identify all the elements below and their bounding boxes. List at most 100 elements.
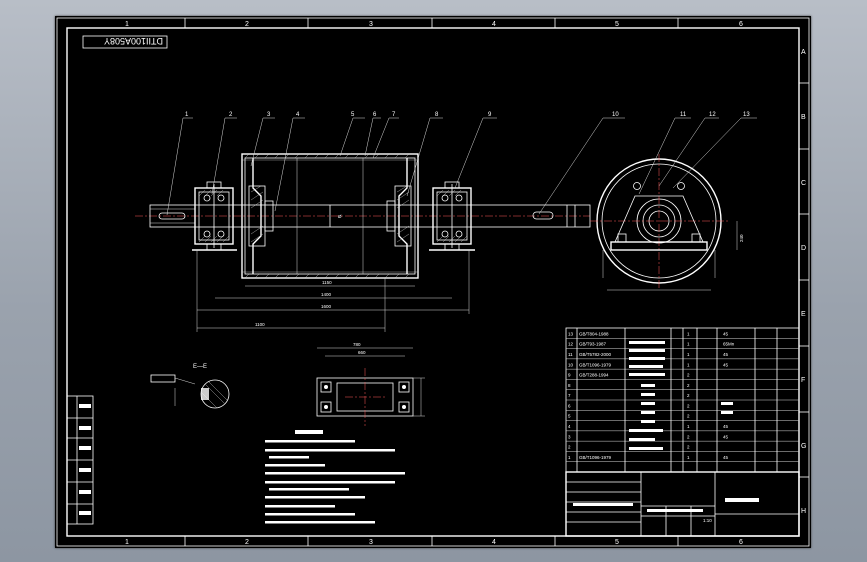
bom-quantity: 1 bbox=[687, 362, 690, 367]
bom-standard-code: GB/T288-1994 bbox=[579, 373, 609, 378]
col-label: 6 bbox=[739, 539, 743, 546]
bom-material: 45 bbox=[723, 434, 729, 439]
row-label: G bbox=[801, 443, 806, 450]
row-label: B bbox=[801, 114, 806, 121]
bom-quantity: 2 bbox=[687, 393, 690, 398]
col-label: 3 bbox=[369, 21, 373, 28]
balloon: 9 bbox=[488, 112, 492, 118]
pulley-side-view: 240 bbox=[590, 154, 744, 291]
bom-material: 45 bbox=[723, 362, 729, 367]
row-markers: A B C D E F G H bbox=[799, 49, 809, 515]
bom-quantity: 2 bbox=[687, 403, 690, 408]
col-label: 1 bbox=[125, 21, 129, 28]
key-slot-right bbox=[532, 211, 554, 220]
drawing-sheet: 1 2 3 4 5 6 1 2 3 4 5 6 A B C D E F G H … bbox=[55, 16, 811, 548]
col-label: 1 bbox=[125, 539, 129, 546]
bom-standard-code: GB/T93-1987 bbox=[579, 342, 607, 347]
dim-780: 780 bbox=[353, 342, 361, 347]
bom-material: 45 bbox=[723, 352, 729, 357]
left-revision-strip bbox=[66, 395, 94, 525]
bom-standard-code: GB/T804-1988 bbox=[579, 331, 609, 336]
bom-quantity: 1 bbox=[687, 352, 690, 357]
bearing-base-plan-view: 780 660 bbox=[316, 342, 425, 426]
bom-standard-code: GB/T1096-1979 bbox=[579, 362, 612, 367]
dim-1100: 1100 bbox=[255, 322, 265, 327]
bom-item-no: 9 bbox=[568, 373, 571, 378]
row-label: D bbox=[801, 245, 806, 252]
col-label: 3 bbox=[369, 539, 373, 546]
bom-item-no: 4 bbox=[568, 424, 571, 429]
col-label: 2 bbox=[245, 539, 249, 546]
bom-quantity: 2 bbox=[687, 373, 690, 378]
dim-1600: 1600 bbox=[321, 304, 332, 309]
balloon: 12 bbox=[709, 112, 716, 118]
dim-1400: 1400 bbox=[321, 292, 332, 297]
drawing-number-box: DTII100A508Y bbox=[82, 35, 168, 49]
bom-material: 45 bbox=[723, 331, 729, 336]
bom-quantity: 1 bbox=[687, 455, 690, 460]
balloon: 8 bbox=[435, 112, 439, 118]
row-label: E bbox=[801, 311, 806, 318]
bom-quantity: 1 bbox=[687, 424, 690, 429]
bom-quantity: 2 bbox=[687, 434, 690, 439]
bom-item-no: 3 bbox=[568, 434, 571, 439]
bom-standard-code: GB/T1096-1979 bbox=[579, 455, 612, 460]
section-e-e: E—E bbox=[150, 364, 230, 409]
bom-item-no: 5 bbox=[568, 414, 571, 419]
balloon: 3 bbox=[267, 112, 271, 118]
bom-quantity: 1 bbox=[687, 331, 690, 336]
drum-shell: Ø bbox=[241, 153, 419, 279]
svg-text:Ø: Ø bbox=[338, 214, 342, 219]
col-label: 6 bbox=[739, 21, 743, 28]
bom-material: 45 bbox=[723, 455, 729, 460]
row-label: F bbox=[801, 377, 805, 384]
row-label: C bbox=[801, 180, 806, 187]
bom-item-no: 13 bbox=[568, 331, 574, 336]
bom-item-no: 11 bbox=[568, 352, 573, 357]
bom-item-no: 7 bbox=[568, 393, 571, 398]
inner-frame bbox=[66, 27, 800, 537]
col-label: 5 bbox=[615, 539, 619, 546]
balloon: 5 bbox=[351, 112, 355, 118]
balloon: 6 bbox=[373, 112, 377, 118]
row-label: H bbox=[801, 508, 806, 515]
balloon: 4 bbox=[296, 112, 300, 118]
bom-quantity: 2 bbox=[687, 414, 690, 419]
balloon: 1 bbox=[185, 112, 189, 118]
balloon: 7 bbox=[392, 112, 396, 118]
drawing-number: DTII100A508Y bbox=[104, 36, 163, 46]
left-bearing-housing bbox=[192, 181, 237, 251]
bom-standard-code: GB/T5782-2000 bbox=[579, 352, 612, 357]
bom-material: 45 bbox=[723, 424, 729, 429]
balloon: 2 bbox=[229, 112, 233, 118]
dim-1150: 1150 bbox=[322, 280, 332, 285]
bom-material: 65Mn bbox=[723, 342, 735, 347]
bom-item-no: 10 bbox=[568, 362, 574, 367]
bom-quantity: 2 bbox=[687, 445, 690, 450]
section-label: E—E bbox=[193, 364, 207, 370]
dim-660: 660 bbox=[358, 350, 366, 355]
length-dimensions: 1150 1400 1600 1100 bbox=[196, 250, 470, 332]
technical-notes bbox=[265, 430, 405, 524]
cad-drawing: 1 2 3 4 5 6 1 2 3 4 5 6 A B C D E F G H … bbox=[56, 17, 810, 547]
col-label: 4 bbox=[492, 539, 496, 546]
bom-item-no: 2 bbox=[568, 445, 571, 450]
bom-item-no: 1 bbox=[568, 455, 571, 460]
bom-quantity: 1 bbox=[687, 342, 690, 347]
balloon: 11 bbox=[680, 112, 687, 118]
balloon: 10 bbox=[612, 112, 619, 118]
bom-item-no: 8 bbox=[568, 383, 571, 388]
title-block: 1:10 bbox=[565, 471, 800, 537]
col-label: 4 bbox=[492, 21, 496, 28]
right-bearing-housing bbox=[429, 181, 475, 251]
dim-240: 240 bbox=[739, 234, 744, 242]
shaft bbox=[149, 204, 591, 228]
balloon: 13 bbox=[743, 112, 750, 118]
balloon-callouts: 1 2 3 4 5 6 7 8 9 10 11 12 13 bbox=[166, 112, 757, 216]
column-markers: 1 2 3 4 5 6 1 2 3 4 5 6 bbox=[125, 18, 743, 546]
outer-border bbox=[56, 17, 810, 547]
key-slot-left bbox=[158, 212, 186, 220]
row-label: A bbox=[801, 49, 806, 56]
bom-quantity: 2 bbox=[687, 383, 690, 388]
